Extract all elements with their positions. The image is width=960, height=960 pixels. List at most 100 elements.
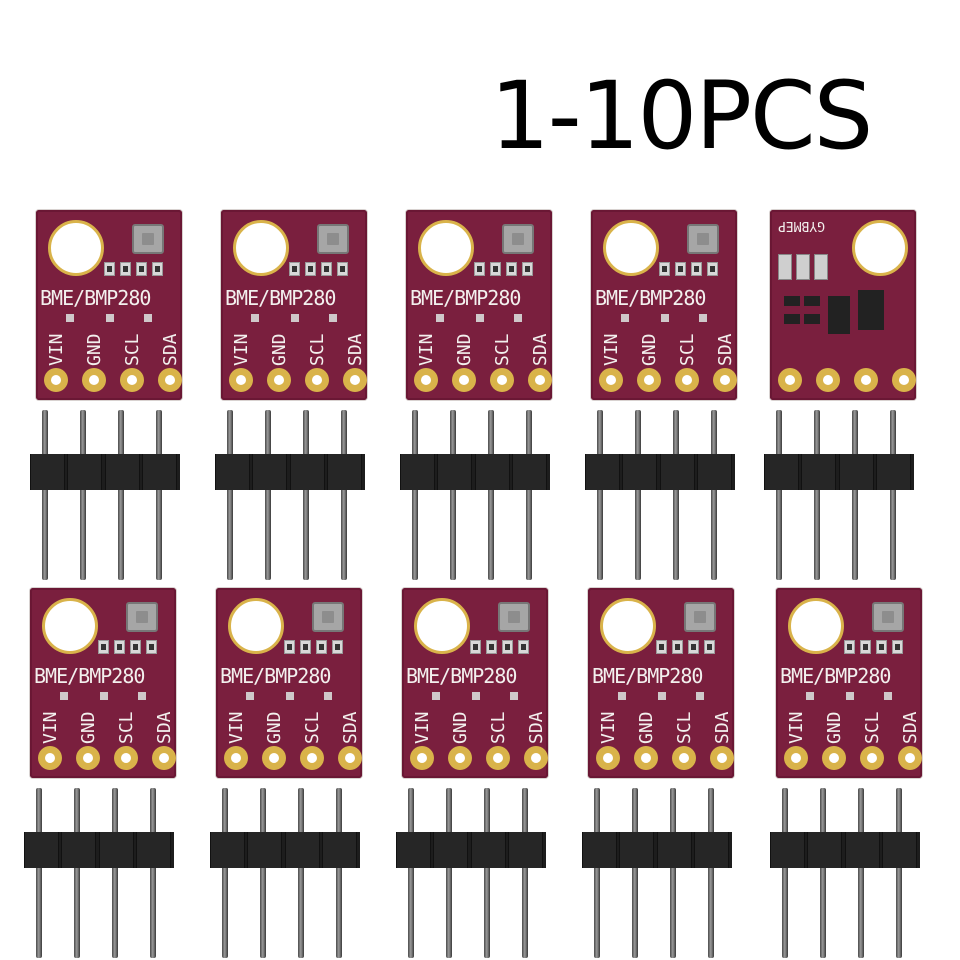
solder-pad [486, 746, 510, 770]
pin-label-scl: SCL [677, 333, 698, 366]
smd-resistor [289, 262, 300, 276]
sensor-chip [126, 602, 158, 632]
pin-label-sda: SDA [340, 711, 361, 744]
header-segment [801, 454, 836, 490]
smd-components [470, 640, 534, 654]
header-segment [657, 832, 692, 868]
model-label: BME/BMP280 [592, 664, 703, 688]
pin-label-scl: SCL [492, 333, 513, 366]
mounting-hole [600, 598, 656, 654]
solder-pads [406, 368, 552, 394]
pin-label-gnd: GND [636, 711, 657, 744]
silkscreen-square [291, 314, 299, 322]
pin-label-scl: SCL [307, 333, 328, 366]
pin-label-vin: VIN [601, 333, 622, 366]
header-segment [876, 454, 911, 490]
pin-header [210, 788, 370, 958]
header-plastic [24, 832, 174, 868]
header-plastic [30, 454, 180, 490]
header-pin [156, 410, 162, 580]
smd-resistor [892, 640, 903, 654]
smd-component [796, 254, 810, 280]
silkscreen-marks [588, 692, 734, 702]
header-segment [433, 832, 468, 868]
pin-header [400, 410, 560, 580]
pin-label-scl: SCL [302, 711, 323, 744]
solder-pads [221, 368, 367, 394]
silkscreen-square [472, 692, 480, 700]
solder-pad [816, 368, 840, 392]
header-pin [227, 410, 233, 580]
solder-pads [216, 746, 362, 772]
pin-header [585, 410, 745, 580]
smd-resistor [98, 640, 109, 654]
solder-pad [634, 746, 658, 770]
solder-pad [672, 746, 696, 770]
solder-pad [778, 368, 802, 392]
smd-resistor [876, 640, 887, 654]
silkscreen-marks [216, 692, 362, 702]
smd-resistor [316, 640, 327, 654]
header-pin [597, 410, 603, 580]
pin-label-sda: SDA [154, 711, 175, 744]
pin-label-vin: VIN [416, 333, 437, 366]
header-segment [660, 454, 695, 490]
back-silkscreen-label: GYBMEP [778, 218, 825, 233]
solder-pad [44, 368, 68, 392]
solder-pad [300, 746, 324, 770]
header-pin [118, 410, 124, 580]
solder-pad [784, 746, 808, 770]
sensor-chip [687, 224, 719, 254]
pin-label-vin: VIN [786, 711, 807, 744]
smd-components [284, 640, 348, 654]
header-pin [222, 788, 228, 958]
smd-component [828, 296, 850, 334]
smd-resistor [470, 640, 481, 654]
header-segment [215, 454, 250, 490]
pin-label-vin: VIN [231, 333, 252, 366]
header-pin [484, 788, 490, 958]
silkscreen-square [138, 692, 146, 700]
pin-label-sda: SDA [530, 333, 551, 366]
solder-pad [76, 746, 100, 770]
header-pin [260, 788, 266, 958]
sensor-chip [132, 224, 164, 254]
header-segment [30, 454, 65, 490]
mounting-hole [603, 220, 659, 276]
smd-resistor [104, 262, 115, 276]
smd-resistor [486, 640, 497, 654]
pin-label-scl: SCL [862, 711, 883, 744]
silkscreen-square [806, 692, 814, 700]
header-segment [770, 832, 805, 868]
header-segment [396, 832, 431, 868]
header-pin [408, 788, 414, 958]
header-pin [890, 410, 896, 580]
smd-resistor [844, 640, 855, 654]
model-label: BME/BMP280 [780, 664, 891, 688]
solder-pad [452, 368, 476, 392]
header-pin [298, 788, 304, 958]
silkscreen-marks [402, 692, 548, 702]
header-segment [807, 832, 842, 868]
header-pin [303, 410, 309, 580]
solder-pad [490, 368, 514, 392]
silkscreen-square [432, 692, 440, 700]
smd-component [804, 314, 820, 324]
solder-pad [448, 746, 472, 770]
solder-pad [410, 746, 434, 770]
header-segment [285, 832, 320, 868]
silkscreen-square [286, 692, 294, 700]
header-pin [635, 410, 641, 580]
smd-component [814, 254, 828, 280]
pin-label-sda: SDA [526, 711, 547, 744]
